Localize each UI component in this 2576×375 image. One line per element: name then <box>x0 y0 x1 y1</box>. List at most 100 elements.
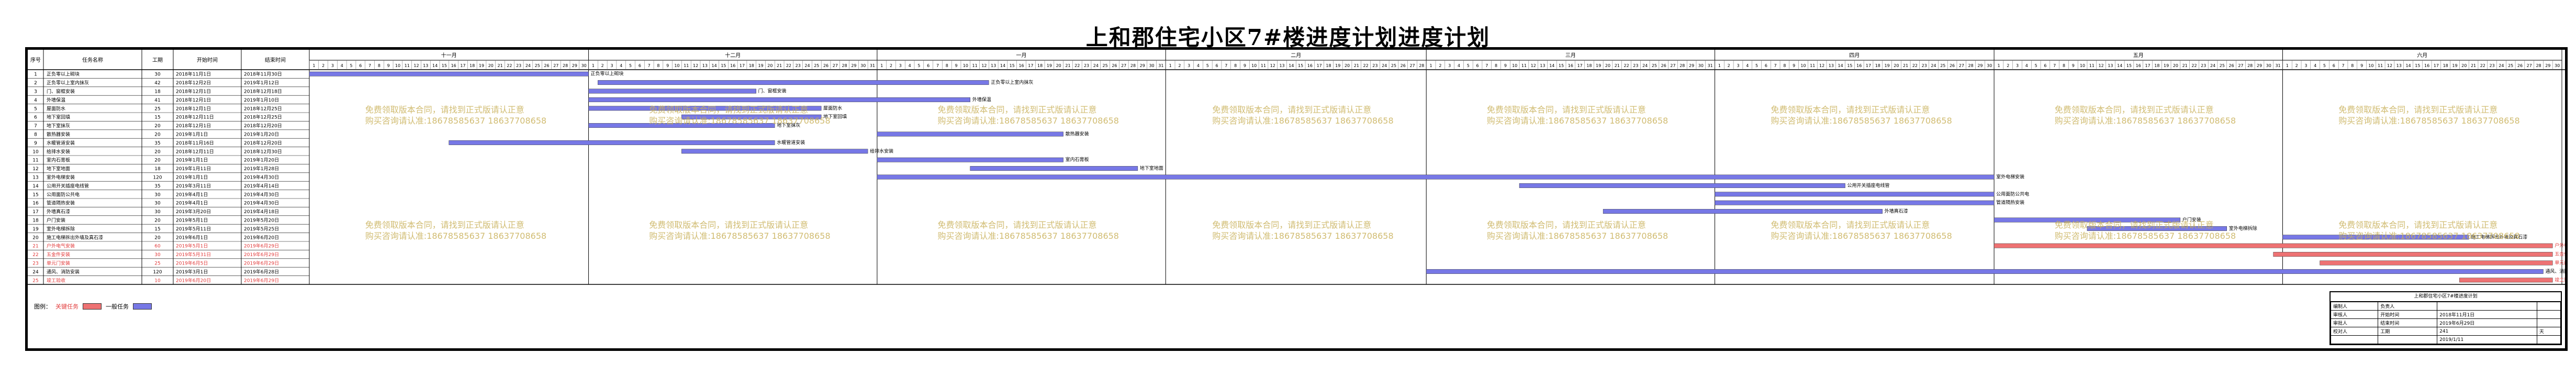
task-no: 15 <box>32 192 38 197</box>
task-duration: 120 <box>153 270 162 275</box>
task-duration: 60 <box>154 244 161 249</box>
watermark: 免费领取版本合同，请找到正式版请认正意购买咨询请认准:18678585637 1… <box>938 219 1119 241</box>
day-label: 30 <box>2266 63 2271 68</box>
watermark-line: 购买咨询请认准:18678585637 18637708658 <box>1771 116 1952 126</box>
day-label: 14 <box>712 63 717 68</box>
watermark-line: 购买咨询请认准:18678585637 18637708658 <box>2054 231 2236 241</box>
task-bar-label: 室外电梯拆除 <box>2229 225 2257 231</box>
task-start: 2018年12月2日 <box>176 80 211 86</box>
day-label: 27 <box>2527 63 2532 68</box>
task-no: 5 <box>34 106 37 112</box>
day-label: 7 <box>1774 63 1777 68</box>
day-label: 24 <box>2210 63 2215 68</box>
task-start: 2019年1月1日 <box>176 131 208 138</box>
day-label: 13 <box>702 63 708 68</box>
task-end: 2019年4月18日 <box>244 208 279 215</box>
task-bar-label: 通风、消防安装 <box>2545 268 2565 274</box>
task-end: 2019年4月30日 <box>244 191 279 197</box>
day-label: 18 <box>469 63 475 68</box>
title-block-cell: 校对人 <box>2330 327 2379 336</box>
day-label: 30 <box>581 63 587 68</box>
header-duration: 工期 <box>152 57 163 63</box>
day-label: 19 <box>1047 63 1052 68</box>
task-no: 1 <box>34 72 37 78</box>
task-end: 2019年6月29日 <box>244 251 279 258</box>
day-label: 18 <box>1326 63 1331 68</box>
legend-label: 图例： <box>34 303 51 310</box>
task-name: 施工电梯拆出外墙及真石漆 <box>47 234 103 240</box>
title-block-cell: 审批人 <box>2330 318 2379 327</box>
title-block-cell <box>2536 335 2561 344</box>
task-no: 9 <box>34 141 37 146</box>
day-label: 14 <box>1000 63 1005 68</box>
day-label: 5 <box>1206 63 1209 68</box>
task-no: 25 <box>32 278 38 283</box>
task-bar <box>1715 200 1995 205</box>
day-label: 20 <box>1894 63 1899 68</box>
day-label: 10 <box>1251 63 1257 68</box>
day-label: 27 <box>1670 63 1675 68</box>
task-duration: 20 <box>154 218 161 224</box>
day-label: 4 <box>909 63 911 68</box>
task-bar <box>877 174 1995 180</box>
day-label: 3 <box>2016 63 2019 68</box>
day-label: 9 <box>1793 63 1795 68</box>
day-label: 22 <box>1912 63 1918 68</box>
task-name: 门、窗框安装 <box>47 89 75 95</box>
task-bar <box>588 97 970 102</box>
day-label: 16 <box>2424 63 2429 68</box>
day-label: 14 <box>2405 63 2411 68</box>
month-label: 一月 <box>1016 52 1027 59</box>
day-label: 15 <box>1010 63 1015 68</box>
task-name: 正负零以上砌块 <box>47 71 80 78</box>
watermark-line: 购买咨询请认准:18678585637 18637708658 <box>2338 116 2520 126</box>
day-label: 12 <box>981 63 987 68</box>
day-label: 10 <box>963 63 968 68</box>
task-duration: 30 <box>154 209 161 215</box>
title-block-cell: 编制人 <box>2330 302 2379 311</box>
day-label: 9 <box>387 63 390 68</box>
task-duration: 10 <box>154 278 161 283</box>
title-block-cell <box>2378 335 2438 344</box>
day-label: 6 <box>2333 63 2335 68</box>
day-label: 17 <box>1317 63 1322 68</box>
day-label: 3 <box>2304 63 2307 68</box>
day-label: 31 <box>1158 63 1163 68</box>
task-bar <box>877 131 1063 137</box>
task-start: 2019年1月1日 <box>176 174 208 181</box>
task-bar-label: 五金件安装 <box>2555 251 2565 257</box>
day-label: 11 <box>1261 63 1266 68</box>
task-name: 地下室回填 <box>47 114 70 120</box>
legend-critical-label: 关键任务 <box>55 303 79 310</box>
task-bar <box>2320 260 2553 266</box>
day-label: 21 <box>498 63 503 68</box>
day-label: 6 <box>1216 63 1218 68</box>
day-label: 6 <box>1765 63 1767 68</box>
legend-critical-swatch <box>83 303 102 310</box>
day-label: 25 <box>1391 63 1396 68</box>
legend-normal-swatch <box>133 303 152 310</box>
task-duration: 30 <box>154 192 161 197</box>
task-duration: 35 <box>154 184 160 189</box>
task-start: 2019年6月5日 <box>176 260 208 267</box>
day-label: 22 <box>2480 63 2485 68</box>
day-label: 27 <box>553 63 558 68</box>
task-name: 户门安装 <box>47 217 65 224</box>
task-end: 2019年6月28日 <box>244 269 279 275</box>
day-label: 22 <box>507 63 512 68</box>
day-label: 26 <box>1950 63 1955 68</box>
day-label: 18 <box>2154 63 2159 68</box>
day-label: 9 <box>1504 63 1507 68</box>
task-start: 2018年12月11日 <box>176 114 214 120</box>
day-label: 19 <box>1335 63 1340 68</box>
day-label: 23 <box>796 63 801 68</box>
day-label: 12 <box>693 63 698 68</box>
task-bar <box>681 149 868 154</box>
task-start: 2018年12月1日 <box>176 97 211 103</box>
day-label: 23 <box>1633 63 1638 68</box>
watermark: 免费领取版本合同，请找到正式版请认正意购买咨询请认准:18678585637 1… <box>1487 104 1668 126</box>
day-label: 28 <box>1130 63 1136 68</box>
day-label: 13 <box>991 63 996 68</box>
